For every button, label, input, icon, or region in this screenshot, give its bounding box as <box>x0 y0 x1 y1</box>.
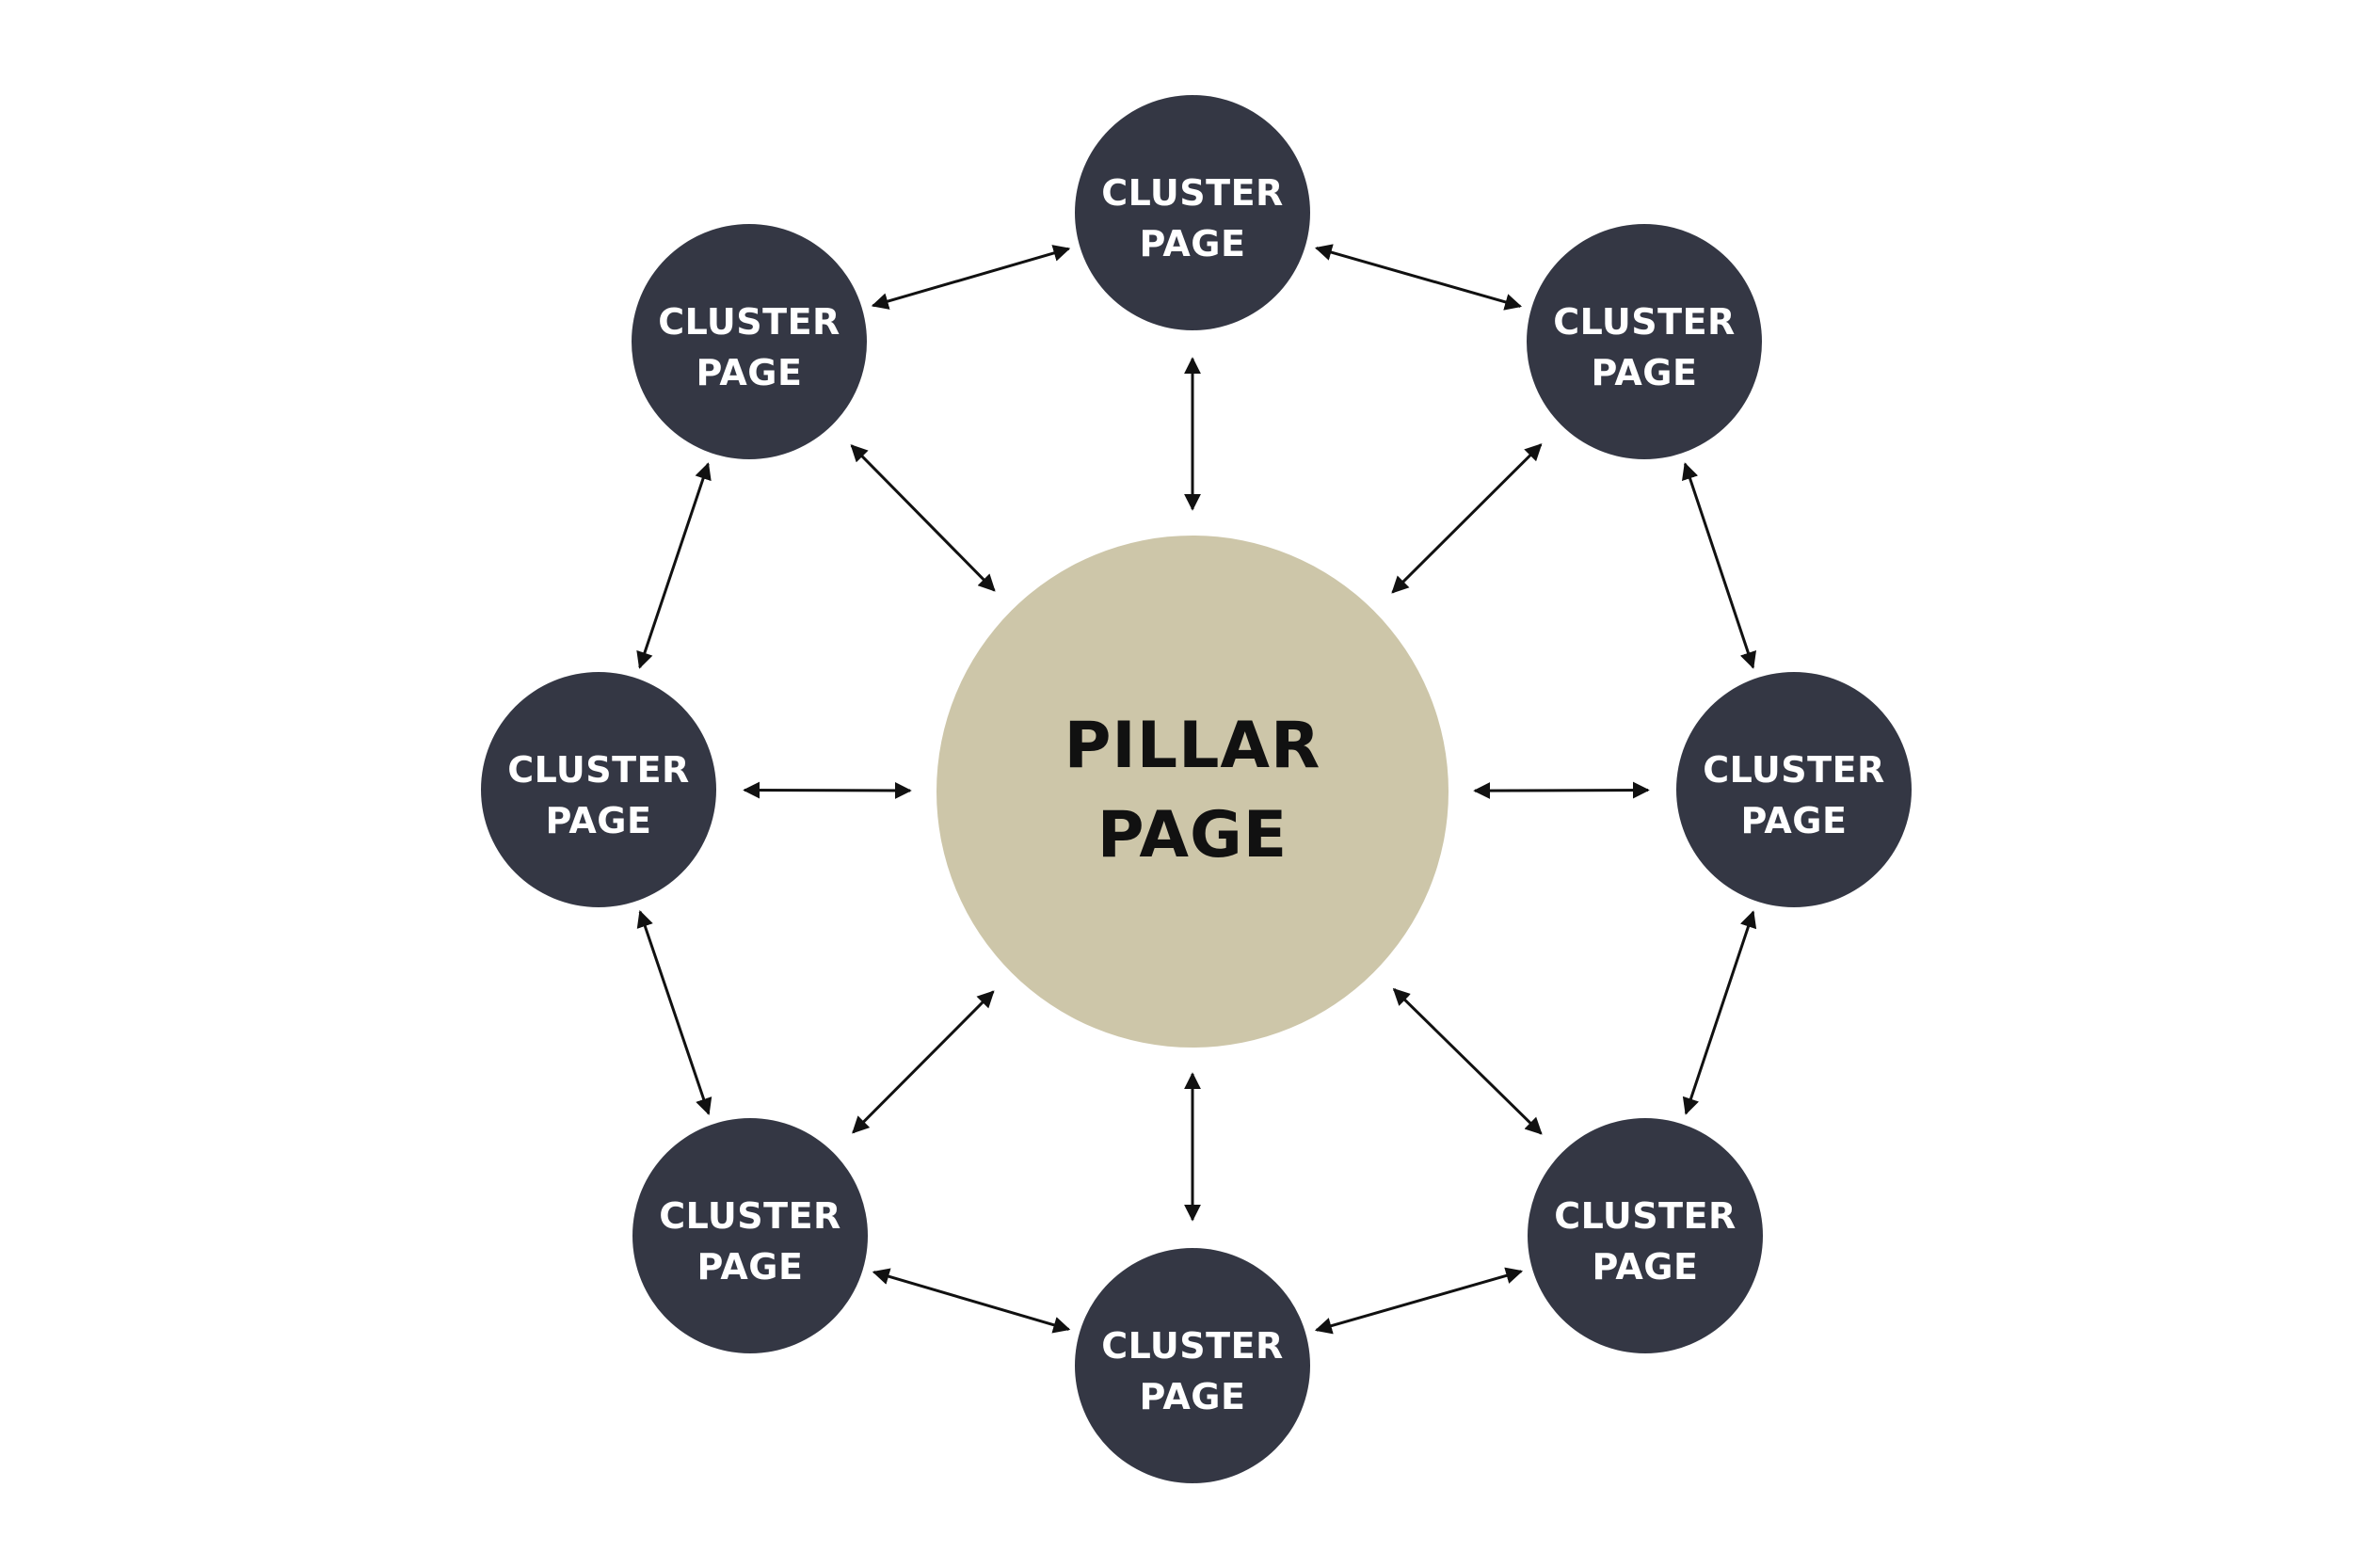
arrow-ring-bottom-left-left <box>636 909 712 1116</box>
arrow-ring-top-left-top <box>871 245 1071 310</box>
cluster-circle <box>1075 1248 1310 1483</box>
cluster-label-line2: PAGE <box>546 800 652 841</box>
arrow-ring-top-right-right <box>1681 462 1757 669</box>
arrow-hub-bottom-right <box>1392 987 1543 1135</box>
cluster-node-left[interactable]: CLUSTER PAGE <box>481 672 716 907</box>
cluster-label-line1: CLUSTER <box>1553 301 1736 343</box>
cluster-label-line2: PAGE <box>696 352 803 393</box>
cluster-node-bottom[interactable]: CLUSTER PAGE <box>1075 1248 1310 1483</box>
cluster-circle <box>481 672 716 907</box>
cluster-label-line1: CLUSTER <box>1703 749 1885 791</box>
cluster-circle <box>1075 95 1310 330</box>
cluster-label-line2: PAGE <box>1741 800 1848 841</box>
arrow-hub-top-left <box>850 444 996 592</box>
pillar-label-line1: PILLAR <box>1064 709 1321 783</box>
cluster-circle <box>632 224 867 459</box>
cluster-circle <box>1527 224 1762 459</box>
cluster-circle <box>1528 1118 1763 1353</box>
arrow-ring-top-top-right <box>1314 244 1523 311</box>
arrow-hub-right <box>1473 781 1650 800</box>
cluster-label-line2: PAGE <box>1140 1376 1246 1417</box>
cluster-circle <box>1676 672 1912 907</box>
cluster-label-line2: PAGE <box>1593 1246 1699 1288</box>
arrow-ring-right-bottom-right <box>1682 910 1757 1115</box>
connection-arrows <box>636 244 1757 1335</box>
pillar-label-line2: PAGE <box>1097 798 1289 872</box>
cluster-circle <box>632 1118 868 1353</box>
cluster-label-line2: PAGE <box>697 1246 804 1288</box>
cluster-node-right[interactable]: CLUSTER PAGE <box>1676 672 1912 907</box>
cluster-label-line1: CLUSTER <box>659 1195 841 1237</box>
cluster-label-line1: CLUSTER <box>1101 172 1284 214</box>
cluster-label-line2: PAGE <box>1592 352 1698 393</box>
arrow-hub-top-right <box>1391 443 1543 594</box>
arrow-ring-bottom-right-bottom <box>1314 1267 1524 1335</box>
pillar-circle <box>936 536 1449 1048</box>
cluster-node-top-right[interactable]: CLUSTER PAGE <box>1527 224 1762 459</box>
cluster-label-line1: CLUSTER <box>658 301 840 343</box>
diagram-nodes: PILLAR PAGE CLUSTERPAGECLUSTERPAGECLUSTE… <box>481 95 1912 1483</box>
cluster-label-line2: PAGE <box>1140 223 1246 264</box>
arrow-ring-bottom-bottom-left <box>872 1268 1071 1334</box>
cluster-label-line1: CLUSTER <box>1101 1325 1284 1367</box>
cluster-node-bottom-left[interactable]: CLUSTER PAGE <box>632 1118 868 1353</box>
cluster-node-top[interactable]: CLUSTER PAGE <box>1075 95 1310 330</box>
cluster-label-line1: CLUSTER <box>1554 1195 1737 1237</box>
cluster-label-line1: CLUSTER <box>507 749 690 791</box>
cluster-node-top-left[interactable]: CLUSTER PAGE <box>632 224 867 459</box>
arrow-ring-left-top-left <box>636 462 712 669</box>
pillar-node[interactable]: PILLAR PAGE <box>936 536 1449 1048</box>
cluster-node-bottom-right[interactable]: CLUSTER PAGE <box>1528 1118 1763 1353</box>
arrow-hub-left <box>743 781 912 799</box>
arrow-hub-bottom-left <box>852 990 995 1134</box>
